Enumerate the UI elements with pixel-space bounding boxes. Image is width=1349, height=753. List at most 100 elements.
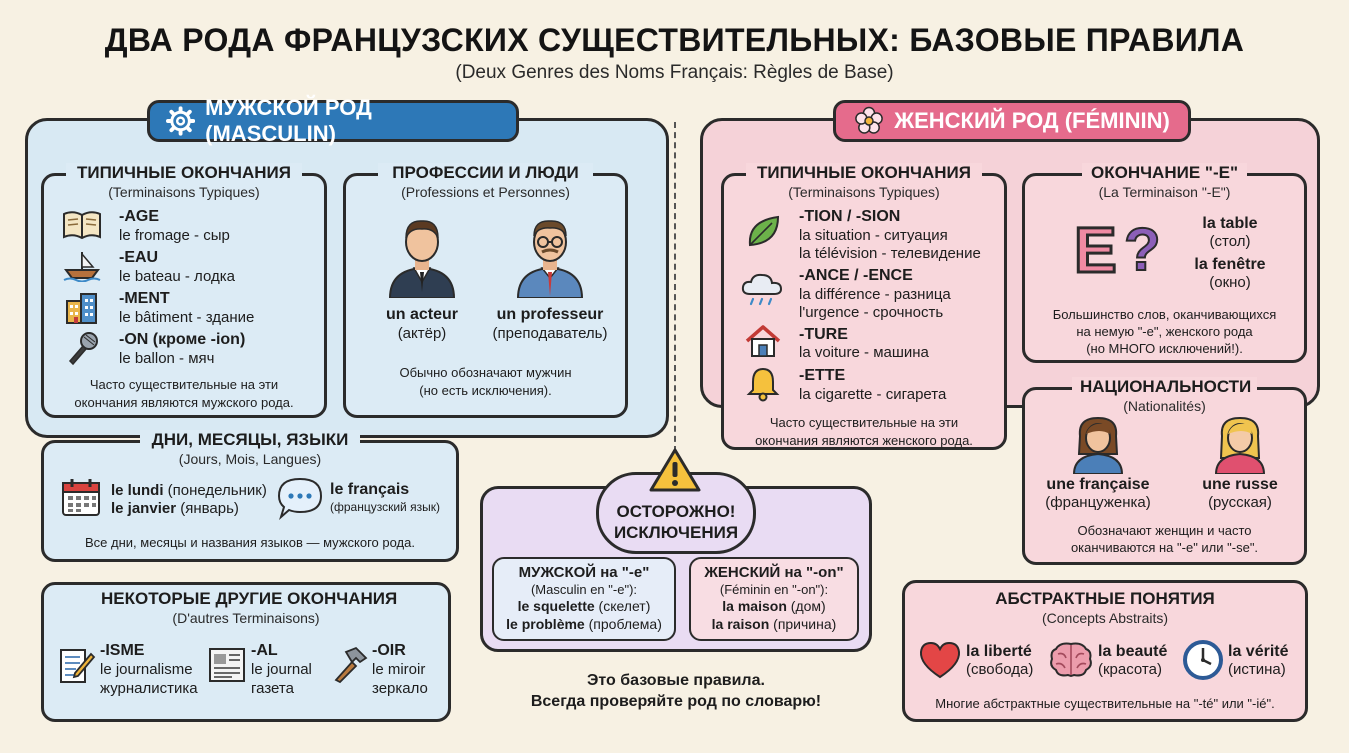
exceptions-masc-title: МУЖСКОЙ на "-e" <box>518 564 650 581</box>
fem-ending-ette: -ETTE <box>799 367 846 384</box>
abstract-liberte-fr: la liberté <box>966 643 1032 660</box>
question-mark: ? <box>1123 215 1162 284</box>
fem-example-tion-1: la situation - ситуация <box>799 227 948 244</box>
exceptions-masc-ex1-ru: (скелет) <box>598 598 651 614</box>
days-lundi-fr: le lundi <box>111 482 164 499</box>
fem-nationalities-card <box>1022 387 1307 565</box>
masc-example-age: le fromage - сыр <box>119 227 230 244</box>
masc-ending-ment: -MENT <box>119 290 170 307</box>
masc-example-ment: le bâtiment - здание <box>119 309 255 326</box>
exceptions-title-2: ИСКЛЮЧЕНИЯ <box>613 523 739 542</box>
nationality-russian-ru: (русская) <box>1208 494 1272 511</box>
exceptions-fem-ex2-ru: (причина) <box>773 616 837 632</box>
masc-ending-on: -ON (кроме -ion) <box>119 331 246 348</box>
gear-icon <box>166 106 196 136</box>
calendar-icon <box>62 479 100 516</box>
professions-actor-ru: (актёр) <box>397 325 447 342</box>
page-subtitle: (Deux Genres des Noms Français: Règles d… <box>455 62 894 83</box>
fem-endings-note-1: Часто существительные на эти <box>769 415 959 430</box>
other-example-isme-ru: журналистика <box>100 680 198 697</box>
house-icon <box>745 325 781 357</box>
exceptions-fem-box <box>689 557 859 641</box>
fem-e-note-3: (но МНОГО исключений!). <box>1086 341 1243 356</box>
big-e-letter: E <box>1073 213 1119 288</box>
fem-nationalities-subtitle: (Nationalités) <box>1123 398 1206 414</box>
other-example-oir-fr: le miroir <box>372 661 426 678</box>
other-ending-al: -AL <box>251 642 278 659</box>
days-francais-ru: (французский язык) <box>330 500 440 514</box>
feminine-header: ЖЕНСКИЙ РОД (FÉMININ) <box>833 100 1191 142</box>
nationality-french-ru: (француженка) <box>1045 494 1151 511</box>
other-example-al-ru: газета <box>251 680 294 697</box>
nationalities-note-1: Обозначают женщин и часто <box>1077 523 1252 538</box>
pencil-document-icon <box>60 649 96 683</box>
newspaper-icon <box>209 648 245 682</box>
abstract-beaute-ru: (красота) <box>1098 661 1162 678</box>
masc-days-title: ДНИ, МЕСЯЦЫ, ЯЗЫКИ <box>140 430 360 450</box>
days-lundi: le lundi (понедельник) <box>111 482 267 499</box>
masc-other-title: НЕКОТОРЫЕ ДРУГИЕ ОКОНЧАНИЯ <box>93 589 399 609</box>
other-ending-oir: -OIR <box>372 642 406 659</box>
days-janvier-fr: le janvier <box>111 500 177 517</box>
abstract-beaute-fr: la beauté <box>1098 643 1168 660</box>
days-francais-fr: le français <box>330 481 410 498</box>
masc-example-eau: le bateau - лодка <box>119 268 235 285</box>
exceptions-fem-subtitle: (Féminin en "-on"): <box>719 582 829 597</box>
fem-abstract-subtitle: (Concepts Abstraits) <box>1041 610 1169 626</box>
exceptions-masc-box <box>492 557 676 641</box>
footer-line-1: Это базовые правила. <box>587 672 765 689</box>
masc-ending-age: -AGE <box>119 208 159 225</box>
masc-endings-note-1: Часто существительные на эти <box>89 377 279 392</box>
fem-e-card <box>1022 173 1307 363</box>
fem-ending-ance: -ANCE / -ENCE <box>799 267 913 284</box>
flower-icon <box>855 106 884 134</box>
exceptions-masc-subtitle: (Masculin en "-e"): <box>530 582 638 597</box>
russian-woman-icon <box>1214 416 1266 474</box>
professions-actor-fr: un acteur <box>385 306 458 323</box>
exceptions-masc-ex1-fr: le squelette <box>517 598 595 614</box>
other-example-oir-ru: зеркало <box>372 680 428 697</box>
fem-example-ture-1: la voiture - машина <box>799 344 929 361</box>
days-janvier: le janvier (январь) <box>111 500 239 517</box>
clock-icon <box>1183 640 1223 680</box>
fem-endings-subtitle: (Terminaisons Typiques) <box>788 184 940 200</box>
fem-example-ance-2: l'urgence - срочность <box>799 304 944 321</box>
exceptions-masc-ex2-fr: le problème <box>506 616 585 632</box>
masculine-header-label: МУЖСКОЙ РОД (MASCULIN) <box>205 95 372 146</box>
actor-man-icon <box>388 220 456 298</box>
abstract-verite-ru: (истина) <box>1228 661 1286 678</box>
masculine-header: МУЖСКОЙ РОД (MASCULIN) <box>147 95 519 146</box>
masc-endings-title: ТИПИЧНЫЕ ОКОНЧАНИЯ <box>66 163 302 183</box>
fem-e-title: ОКОНЧАНИЕ "-E" <box>1082 163 1247 183</box>
abstract-liberte-ru: (свобода) <box>966 661 1034 678</box>
professions-note-2: (но есть исключения). <box>419 383 552 398</box>
exceptions-masc-ex1: le squelette (скелет) <box>492 598 676 614</box>
fem-e-table-fr: la table <box>1202 215 1258 232</box>
fem-e-fenetre-ru: (окно) <box>1209 274 1251 291</box>
fem-ending-ture: -TURE <box>799 326 848 343</box>
feminine-header-label: ЖЕНСКИЙ РОД (FÉMININ) <box>894 108 1170 133</box>
fem-e-subtitle: (La Terminaison "-E") <box>1098 184 1231 200</box>
professions-professor-fr: un professeur <box>496 306 604 323</box>
exceptions-fem-ex2-fr: la raison <box>711 616 770 632</box>
fem-ending-tion: -TION / -SION <box>799 208 901 225</box>
book-icon <box>63 211 101 240</box>
exceptions-fem-ex1-fr: la maison <box>722 598 787 614</box>
other-ending-isme: -ISME <box>100 642 145 659</box>
days-janvier-ru: (январь) <box>180 500 239 517</box>
masc-endings-note-2: окончания являются мужского рода. <box>74 395 294 410</box>
other-example-al-fr: le journal <box>251 661 312 678</box>
nationalities-note-2: оканчиваются на "-e" или "-se". <box>1070 540 1259 555</box>
warning-icon <box>649 448 701 492</box>
masc-other-subtitle: (D'autres Terminaisons) <box>172 610 320 626</box>
microphone-icon <box>68 332 98 366</box>
exceptions-fem-ex1-ru: (дом) <box>790 598 826 614</box>
exceptions-title-1: ОСТОРОЖНО! <box>616 502 736 521</box>
professions-professor-ru: (преподаватель) <box>492 325 608 342</box>
fem-e-note-2: на немую "-e", женского рода <box>1076 324 1253 339</box>
speech-bubble-icon <box>277 477 323 520</box>
page-title: ДВА РОДА ФРАНЦУЗСКИХ СУЩЕСТВИТЕЛЬНЫХ: БА… <box>104 22 1245 58</box>
leaf-icon <box>748 215 780 247</box>
fem-abstract-title: АБСТРАКТНЫЕ ПОНЯТИЯ <box>985 589 1225 609</box>
fem-e-note-1: Большинство слов, оканчивающихся <box>1052 307 1277 322</box>
